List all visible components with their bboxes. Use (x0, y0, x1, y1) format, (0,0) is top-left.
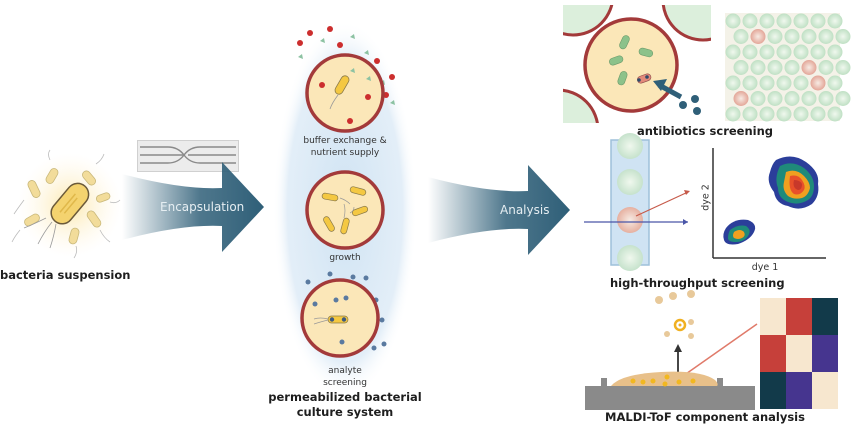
chip-channels-icon (140, 146, 236, 164)
droplet-positive (810, 75, 826, 91)
droplet-negative (784, 29, 800, 44)
droplet-array (725, 13, 851, 122)
droplet-negative (784, 91, 800, 106)
heatmap-cell (812, 298, 838, 335)
droplet-negative (818, 91, 834, 106)
y-axis-label: dye 2 (700, 184, 712, 211)
bacteria-suspension-illustration (10, 149, 122, 260)
heatmap-cell (760, 335, 786, 372)
droplet-negative (818, 60, 834, 75)
heatmap-cell (786, 335, 812, 372)
droplet-negative (835, 91, 851, 106)
buffer-exchange-label-1: buffer exchange & (303, 136, 387, 146)
heatmap-cell (786, 372, 812, 409)
droplet-negative (759, 75, 775, 91)
droplet-positive (801, 60, 817, 75)
culture-system-title-2: culture system (296, 405, 394, 419)
droplet-negative (767, 60, 783, 75)
droplet-negative (759, 106, 775, 122)
droplet-negative (742, 106, 758, 122)
droplet-negative (835, 60, 851, 75)
droplet-negative (784, 60, 800, 75)
droplet-negative (776, 44, 792, 60)
droplet-negative (818, 29, 834, 44)
x-axis-label: dye 1 (751, 262, 779, 273)
culture-system-title-1: permeabilized bacterial (268, 390, 422, 404)
antibiotics-screening-illustration (563, 5, 851, 123)
analyte-label-1: analyte (328, 366, 362, 376)
droplet-negative (776, 106, 792, 122)
heatmap-cell (812, 335, 838, 372)
analyte-label-2: screening (323, 378, 367, 388)
droplet-negative (793, 106, 809, 122)
droplet-negative (793, 75, 809, 91)
bacteria-icon (11, 149, 122, 259)
droplet-negative (750, 60, 766, 75)
droplet-negative (776, 75, 792, 91)
encapsulation-arrow-label: Encapsulation (160, 200, 245, 214)
droplet-negative (776, 13, 792, 29)
droplet-negative (835, 29, 851, 44)
droplet-negative (767, 91, 783, 106)
droplet-negative (725, 106, 741, 122)
high-throughput-screening-label: high-throughput screening (610, 276, 785, 290)
droplet-negative (725, 13, 741, 29)
heatmap-cell (760, 298, 786, 335)
droplet-negative (725, 75, 741, 91)
droplet-negative (801, 91, 817, 106)
droplet-negative (759, 44, 775, 60)
droplet-negative (793, 44, 809, 60)
droplet-positive (733, 91, 749, 106)
droplet-negative (733, 60, 749, 75)
droplet-negative (810, 13, 826, 29)
buffer-exchange-label-2: nutrient supply (310, 148, 380, 158)
droplet-negative (827, 75, 843, 91)
encapsulation-arrow (122, 162, 264, 252)
analysis-arrow-label: Analysis (500, 203, 550, 217)
maldi-tof-label: MALDI-ToF component analysis (605, 410, 805, 424)
droplet-negative (742, 13, 758, 29)
droplet-negative (827, 106, 843, 122)
droplet-positive (750, 29, 766, 44)
antibiotics-screening-label: antibiotics screening (636, 124, 774, 138)
heatmap-cell (812, 372, 838, 409)
droplet-negative (793, 13, 809, 29)
growth-label: growth (329, 253, 361, 263)
droplet-negative (827, 44, 843, 60)
droplet-negative (801, 29, 817, 44)
droplet-negative (742, 75, 758, 91)
droplet-negative (810, 44, 826, 60)
droplet-negative (733, 29, 749, 44)
maldi-tof-illustration (585, 290, 838, 410)
droplet-growth (305, 170, 385, 250)
droplet-negative (767, 29, 783, 44)
droplet-negative (725, 44, 741, 60)
droplet-negative (827, 13, 843, 29)
droplet-negative (810, 106, 826, 122)
droplet-buffer-exchange (297, 26, 395, 133)
bacteria-suspension-label: bacteria suspension (0, 268, 131, 282)
heatmap-cell (760, 372, 786, 409)
high-throughput-screening-illustration (584, 133, 826, 271)
droplet-analyte-screening (300, 271, 387, 358)
droplet-negative (759, 13, 775, 29)
heatmap-cell (786, 298, 812, 335)
analysis-arrow (428, 165, 570, 255)
droplet-negative (742, 44, 758, 60)
droplet-negative (750, 91, 766, 106)
